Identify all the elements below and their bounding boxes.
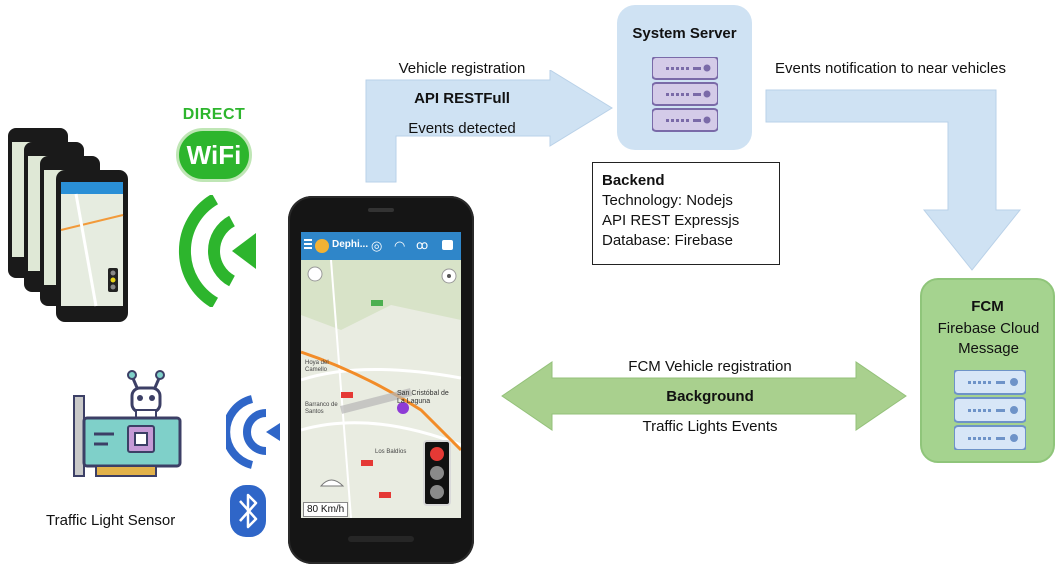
app-name: Dephi...: [332, 239, 369, 250]
app-logo-icon: [315, 239, 329, 253]
wifi-signal-icon: [178, 195, 256, 307]
speedometer-icon[interactable]: ◠: [394, 238, 406, 253]
system-server-box: System Server: [617, 5, 752, 150]
api-arrow: [365, 70, 613, 183]
location-icon[interactable]: ◎: [371, 238, 383, 253]
stacked-phones-icon: [8, 128, 128, 322]
notify-arrow-label: Events notification to near vehicles: [775, 60, 1006, 77]
green-light: [430, 485, 444, 499]
bluetooth-signal-icon: [226, 395, 280, 469]
map-label-hoya: Hoya del Camello: [305, 360, 329, 373]
app-toolbar: Dephi... ◎ ◠ ꝏ: [301, 232, 461, 260]
fcm-arrow-label-top: FCM Vehicle registration: [628, 358, 792, 375]
fcm-title: FCM: [971, 298, 1004, 315]
main-phone: Dephi... ◎ ◠ ꝏ: [288, 196, 474, 564]
fcm-box: FCM Firebase Cloud Message: [920, 278, 1055, 463]
phone-home-bar: [348, 536, 414, 542]
bluetooth-logo-icon: [230, 485, 266, 537]
fcm-double-arrow: [501, 361, 907, 431]
backend-box: Backend Technology: Nodejs API REST Expr…: [592, 162, 780, 265]
menu-icon[interactable]: [304, 239, 312, 241]
fcm-arrow-label-mid: Background: [666, 388, 754, 405]
api-arrow-label-bottom: Events detected: [408, 120, 516, 137]
yellow-light: [430, 466, 444, 480]
sensor-label: Traffic Light Sensor: [46, 512, 176, 529]
api-arrow-label-top: Vehicle registration: [398, 60, 526, 77]
fcm-subtitle: Firebase Cloud Message: [937, 320, 1040, 357]
traffic-light-widget: [423, 440, 451, 506]
map-view[interactable]: [301, 260, 461, 518]
map-label-laguna: San Cristóbal de La Laguna: [397, 390, 449, 405]
notify-arrow: [765, 89, 1022, 271]
map-label-barranco: Barranco de Santos: [305, 402, 338, 415]
red-light: [430, 447, 444, 461]
traffic-light-sensor-icon: [73, 370, 182, 477]
car-icon[interactable]: [442, 240, 453, 250]
backend-technology: Technology: Nodejs: [602, 192, 733, 209]
server-icon: [652, 57, 718, 132]
fcm-arrow-label-bottom: Traffic Lights Events: [642, 418, 778, 435]
fcm-server-icon: [954, 370, 1026, 450]
phone-speaker: [368, 208, 394, 212]
map-label-baldios: Los Baldíos: [375, 449, 407, 455]
wifi-logo-badge: WiFi: [176, 128, 252, 182]
backend-api: API REST Expressjs: [602, 212, 740, 229]
backend-database: Database: Firebase: [602, 232, 733, 249]
backend-title: Backend: [602, 172, 665, 189]
api-arrow-label-mid: API RESTFull: [414, 90, 510, 107]
wifi-direct-label: DIRECT: [182, 106, 246, 123]
phone-screen: Dephi... ◎ ◠ ꝏ: [301, 232, 461, 518]
speed-indicator: 80 Km/h: [303, 502, 349, 517]
bike-icon[interactable]: ꝏ: [416, 238, 429, 252]
wifi-logo-text: WiFi: [186, 140, 242, 170]
server-title: System Server: [632, 25, 737, 42]
